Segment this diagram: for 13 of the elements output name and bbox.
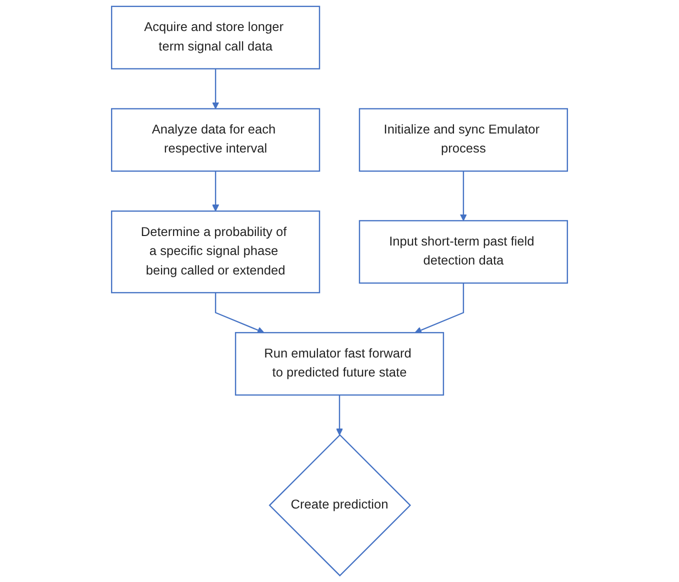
arrow (414, 283, 464, 334)
arrow (212, 68, 220, 110)
node-box: Analyze data for each respective interval (111, 108, 320, 172)
node-box: Determine a probability of a specific signal phase being called or extended (111, 210, 320, 294)
arrow (336, 395, 344, 436)
arrow (460, 171, 467, 222)
arrow (214, 292, 264, 334)
arrow (212, 171, 220, 212)
node-box: Acquire and store longer term signal call data (111, 6, 320, 70)
node-box: Run emulator fast forward to predicted future state (234, 332, 444, 396)
node-diamond: Create prediction (268, 434, 412, 576)
node-box: Initialize and sync Emulator process (358, 108, 568, 172)
node-box: Input short-term past field detection data (358, 220, 568, 284)
